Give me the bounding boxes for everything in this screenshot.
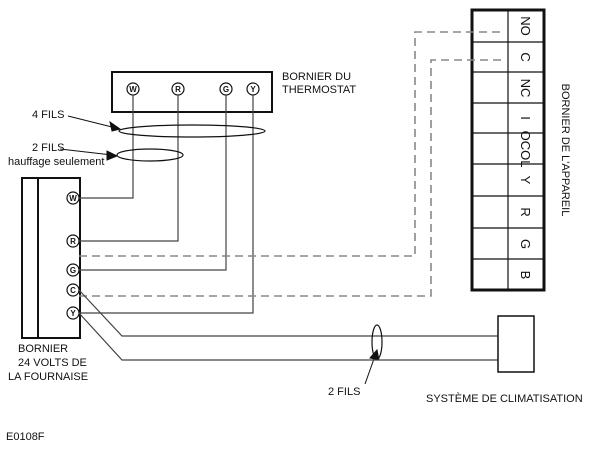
thermostat-wires [79, 95, 254, 314]
furnace-terminal-Y-label: Y [70, 309, 76, 318]
wire-Y [79, 95, 254, 314]
four-wires-arrow [67, 115, 117, 129]
label-arrows [59, 115, 380, 385]
thermostat-terminal-W: W [126, 82, 140, 96]
two-wire-cable-ring [116, 148, 184, 162]
bottom-two-wires-label: 2 FILS [328, 386, 360, 398]
ac-unit-box [497, 315, 535, 373]
furnace-terminal-G: G [66, 263, 80, 277]
thermostat-block-label-2: THERMOSTAT [282, 84, 356, 96]
furnace-terminal-G-label: G [70, 266, 76, 275]
four-wire-cable-ring [118, 124, 266, 138]
ac-cable-ring [371, 324, 383, 360]
ac-system-label: SYSTÈME DE CLIMATISATION [426, 392, 583, 405]
appliance-block-label: BORNIER DE L'APPAREIL [559, 84, 571, 217]
ac-wires [78, 289, 498, 361]
furnace-terminal-R-label: R [70, 237, 76, 246]
ac-wire-Y [78, 312, 498, 361]
furnace-block-label-3: LA FOURNAISE [8, 371, 88, 383]
furnace-terminal-W-label: W [69, 194, 77, 203]
two-wires-arrow [59, 148, 113, 156]
furnace-block-edge [21, 177, 39, 339]
wire-W [79, 95, 134, 199]
appliance-terminal-G: G [518, 239, 533, 249]
appliance-terminal-C: C [518, 52, 533, 61]
appliance-terminal-Y: Y [518, 176, 533, 185]
four-wires-arrowhead [109, 120, 122, 132]
two-wires-arrowhead [106, 150, 119, 161]
furnace-block-label-2: 24 VOLTS DE [18, 357, 87, 369]
furnace-terminal-C-label: C [70, 286, 76, 295]
appliance-terminal-NC: NC [518, 79, 533, 98]
furnace-terminal-R: R [66, 234, 80, 248]
thermostat-terminal-R: R [171, 82, 185, 96]
thermostat-terminal-G: G [219, 82, 233, 96]
bottom-two-wires-arrow [364, 355, 376, 385]
thermostat-block-label-1: BORNIER DU [282, 71, 351, 83]
two-wires-label-2: hauffage seulement [8, 156, 104, 168]
furnace-terminal-Y: Y [66, 306, 80, 320]
appliance-terminal-I: I [518, 116, 533, 120]
dashed-wire-to-NO [79, 31, 502, 257]
two-wires-label-1: 2 FILS [32, 142, 64, 154]
appliance-row-lines [472, 41, 544, 260]
dashed-wire-to-C [79, 59, 502, 297]
thermostat-terminal-R-label: R [175, 85, 181, 94]
four-wires-label: 4 FILS [32, 109, 64, 121]
wire-R [79, 95, 179, 242]
thermostat-terminal-Y-label: Y [250, 85, 256, 94]
appliance-terminal-OCOL: OCOL [518, 131, 533, 168]
appliance-dashed-wires [79, 31, 502, 297]
wire-G [79, 95, 227, 271]
appliance-terminal-B: B [518, 271, 533, 280]
furnace-terminal-C: C [66, 283, 80, 297]
appliance-terminal-NO: NO [518, 16, 533, 36]
appliance-terminal-R: R [518, 207, 533, 216]
thermostat-terminal-W-label: W [129, 85, 137, 94]
furnace-block-label-1: BORNIER [18, 343, 68, 355]
figure-code: E0108F [6, 431, 45, 443]
thermostat-terminal-Y: Y [246, 82, 260, 96]
thermostat-terminal-G-label: G [223, 85, 229, 94]
furnace-terminal-W: W [66, 191, 80, 205]
